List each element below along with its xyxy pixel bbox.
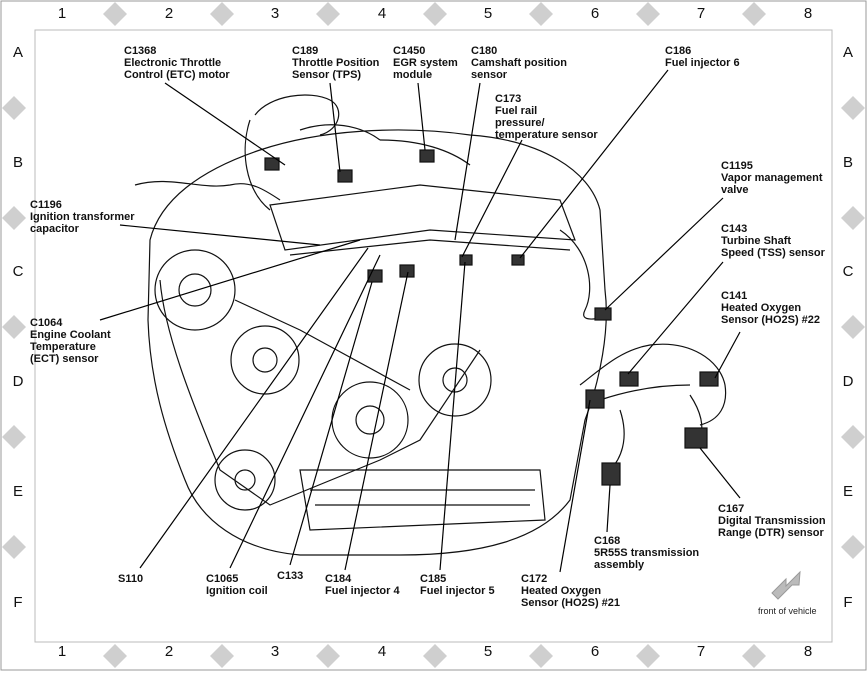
- grid-row-left: C: [12, 263, 24, 280]
- border-diamond: [841, 206, 865, 230]
- grid-column-bottom: 3: [270, 643, 280, 660]
- grid-row-left: F: [13, 594, 23, 611]
- grid-row-left: D: [12, 373, 24, 390]
- grid-column-top: 5: [483, 5, 493, 22]
- border-diamond: [529, 2, 553, 26]
- front-arrow-icon: [771, 570, 801, 600]
- grid-column-top: 3: [270, 5, 280, 22]
- border-diamond: [841, 96, 865, 120]
- border-diamond: [316, 644, 340, 668]
- border-diamond: [636, 2, 660, 26]
- grid-column-top: 6: [590, 5, 600, 22]
- border-diamond: [841, 425, 865, 449]
- border-diamond: [636, 644, 660, 668]
- grid-column-top: 8: [803, 5, 813, 22]
- border-diamond: [103, 644, 127, 668]
- grid-row-right: B: [842, 154, 853, 171]
- label-s110: S110: [118, 573, 144, 585]
- border-diamond: [841, 535, 865, 559]
- border-diamond: [2, 96, 26, 120]
- border-diamond: [103, 2, 127, 26]
- leader-lines: [99, 69, 741, 573]
- border-diamond: [2, 425, 26, 449]
- border-diamond: [742, 2, 766, 26]
- border-diamond: [210, 2, 234, 26]
- grid-row-right: C: [842, 263, 854, 280]
- border-diamond: [423, 644, 447, 668]
- border-diamond: [210, 644, 234, 668]
- front-of-vehicle-note: front of vehicle: [758, 606, 817, 616]
- border-diamond: [2, 315, 26, 339]
- grid-column-bottom: 5: [483, 643, 493, 660]
- grid-row-left: B: [12, 154, 23, 171]
- grid-column-bottom: 1: [57, 643, 67, 660]
- border-diamond: [2, 206, 26, 230]
- border-diamond: [423, 2, 447, 26]
- border-diamond: [529, 644, 553, 668]
- grid-row-right: E: [842, 483, 853, 500]
- grid-row-right: F: [843, 594, 853, 611]
- grid-column-bottom: 7: [696, 643, 706, 660]
- grid-column-bottom: 4: [377, 643, 387, 660]
- grid-row-left: A: [12, 44, 23, 61]
- border-diamond: [742, 644, 766, 668]
- grid-column-top: 1: [57, 5, 67, 22]
- grid-column-bottom: 6: [590, 643, 600, 660]
- grid-column-top: 2: [164, 5, 174, 22]
- border-diamond: [316, 2, 340, 26]
- grid-row-left: E: [12, 483, 23, 500]
- grid-column-bottom: 8: [803, 643, 813, 660]
- label-c133: C133: [277, 570, 304, 582]
- grid-column-bottom: 2: [164, 643, 174, 660]
- border-diamond: [841, 315, 865, 339]
- grid-row-right: D: [842, 373, 854, 390]
- grid-column-top: 7: [696, 5, 706, 22]
- grid-row-right: A: [842, 44, 853, 61]
- border-diamond: [2, 535, 26, 559]
- engine-illustration: [134, 94, 727, 556]
- grid-column-top: 4: [377, 5, 387, 22]
